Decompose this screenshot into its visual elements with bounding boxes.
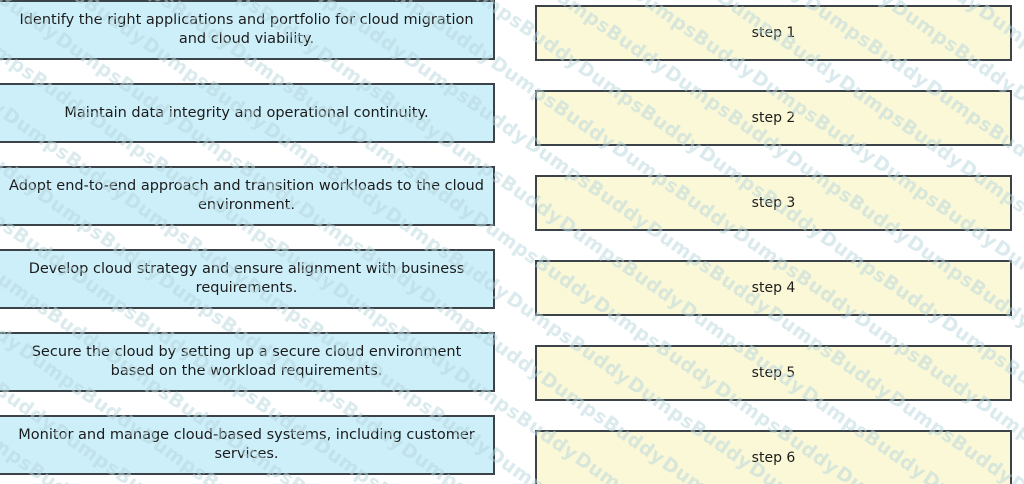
step-label-3: step 3: [751, 194, 796, 211]
step-label-6: step 6: [751, 449, 796, 466]
statement-box-4[interactable]: Develop cloud strategy and ensure alignm…: [0, 249, 495, 309]
step-label-5: step 5: [751, 364, 796, 381]
step-label-1: step 1: [751, 24, 796, 41]
statement-box-1[interactable]: Identify the right applications and port…: [0, 0, 495, 60]
statement-box-2[interactable]: Maintain data integrity and operational …: [0, 83, 495, 143]
statement-text-2: Maintain data integrity and operational …: [64, 104, 429, 121]
statement-box-5[interactable]: Secure the cloud by setting up a secure …: [0, 332, 495, 392]
statement-text-3: Adopt end-to-end approach and transition…: [9, 178, 484, 213]
step-box-6[interactable]: step 6: [535, 430, 1012, 484]
statement-box-3[interactable]: Adopt end-to-end approach and transition…: [0, 166, 495, 226]
statement-text-4: Develop cloud strategy and ensure alignm…: [28, 261, 465, 296]
step-box-1[interactable]: step 1: [535, 5, 1012, 61]
statements-column: Identify the right applications and port…: [0, 0, 497, 484]
step-box-3[interactable]: step 3: [535, 175, 1012, 231]
statement-text-5: Secure the cloud by setting up a secure …: [31, 344, 462, 379]
step-label-2: step 2: [751, 109, 796, 126]
statement-text-1: Identify the right applications and port…: [19, 12, 474, 47]
step-label-4: step 4: [751, 279, 796, 296]
step-box-4[interactable]: step 4: [535, 260, 1012, 316]
statement-box-6[interactable]: Monitor and manage cloud-based systems, …: [0, 415, 495, 475]
step-box-5[interactable]: step 5: [535, 345, 1012, 401]
statement-text-6: Monitor and manage cloud-based systems, …: [18, 427, 475, 462]
step-box-2[interactable]: step 2: [535, 90, 1012, 146]
steps-column: step 1 step 2 step 3 step 4 step 5 step …: [535, 0, 1012, 484]
